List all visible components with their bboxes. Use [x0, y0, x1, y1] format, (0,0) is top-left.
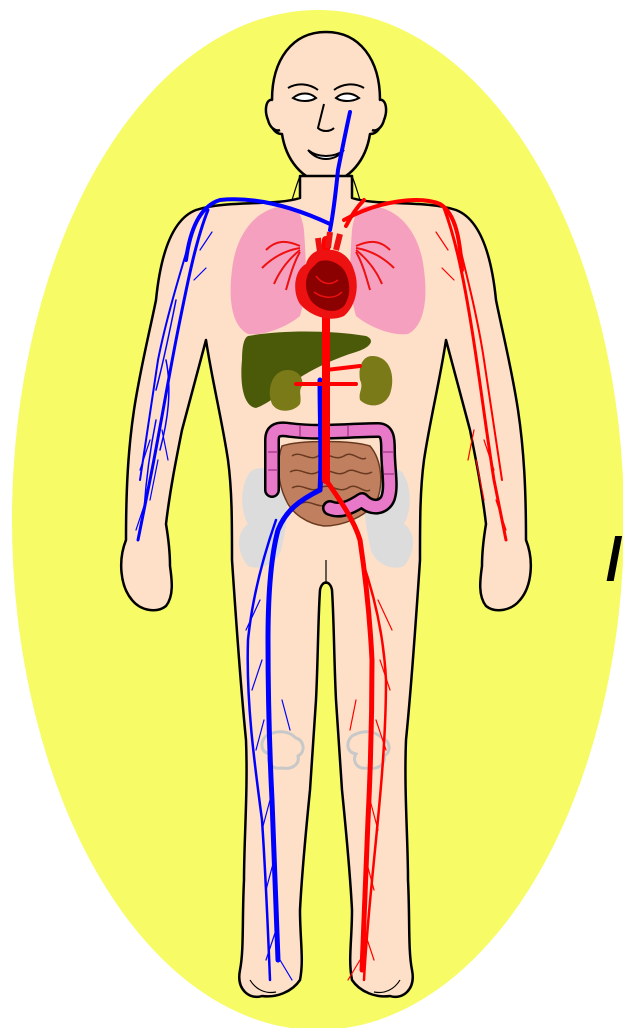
edge-glyph: / — [606, 526, 623, 593]
left-eye — [293, 94, 316, 102]
right-eye — [336, 94, 359, 102]
inferior-vena-cava — [320, 380, 321, 490]
